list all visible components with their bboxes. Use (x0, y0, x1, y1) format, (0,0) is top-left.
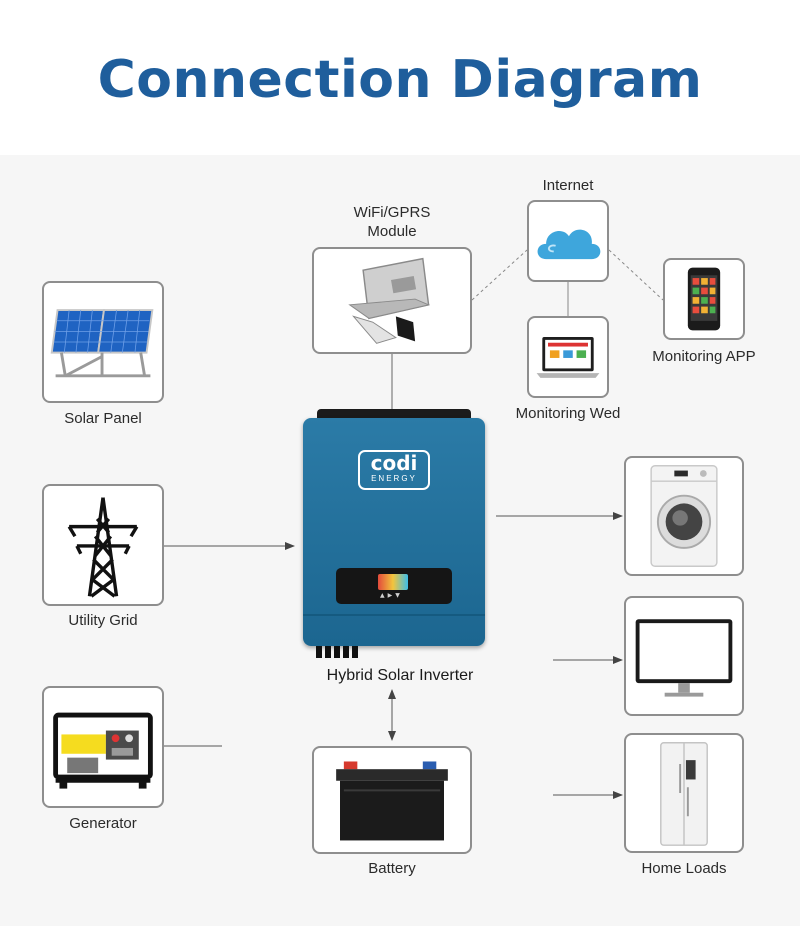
internet-label: Internet (542, 177, 594, 194)
brand-subtitle: ENERGY (371, 474, 417, 483)
utility-grid-label: Utility Grid (68, 612, 138, 629)
lcd-screen (378, 574, 408, 590)
monitor-icon (635, 619, 733, 697)
generator-label: Generator (69, 815, 137, 832)
washer-box (624, 456, 744, 576)
brand-logo: codi ENERGY (358, 450, 430, 490)
internet-box (527, 200, 609, 282)
inverter-display-panel: ▲▶▼ (336, 568, 452, 604)
wire-wifi-internet (471, 249, 528, 301)
battery-icon (336, 761, 448, 841)
inverter-seam (303, 614, 485, 616)
battery-label: Battery (368, 860, 416, 877)
refrigerator-icon (660, 742, 708, 846)
control-buttons: ▲▶▼ (380, 592, 403, 599)
monitoring-web-box (527, 316, 609, 398)
generator-box (42, 686, 164, 808)
home-loads-label: Home Loads (641, 860, 727, 877)
washing-machine-icon (650, 465, 718, 567)
utility-grid-box (42, 484, 164, 606)
smartphone-icon (687, 267, 721, 331)
solar-panel-box (42, 281, 164, 403)
wifi-module-box (312, 247, 472, 354)
wifi-module-icon (348, 257, 431, 344)
battery-box (312, 746, 472, 854)
cloud-icon (537, 229, 601, 260)
brand-name: codi (370, 451, 418, 475)
monitor-box (624, 596, 744, 716)
fridge-box (624, 733, 744, 853)
laptop-icon (536, 337, 600, 378)
page-title: Connection Diagram (97, 50, 703, 110)
monitoring-app-box (663, 258, 745, 340)
inverter-label: Hybrid Solar Inverter (326, 667, 474, 684)
solar-panel-icon (50, 309, 154, 378)
wire-internet-app (608, 249, 664, 301)
hybrid-inverter: codi ENERGY ▲▶▼ (303, 418, 485, 646)
inverter-terminals (316, 646, 358, 658)
wifi-module-label-line2: Module (367, 223, 417, 240)
monitoring-app-label: Monitoring APP (652, 348, 756, 365)
generator-icon (53, 712, 153, 789)
transmission-tower-icon (67, 497, 139, 598)
monitoring-web-label: Monitoring Wed (515, 405, 621, 422)
solar-panel-label: Solar Panel (64, 410, 142, 427)
wifi-module-label-line1: WiFi/GPRS (353, 204, 431, 221)
